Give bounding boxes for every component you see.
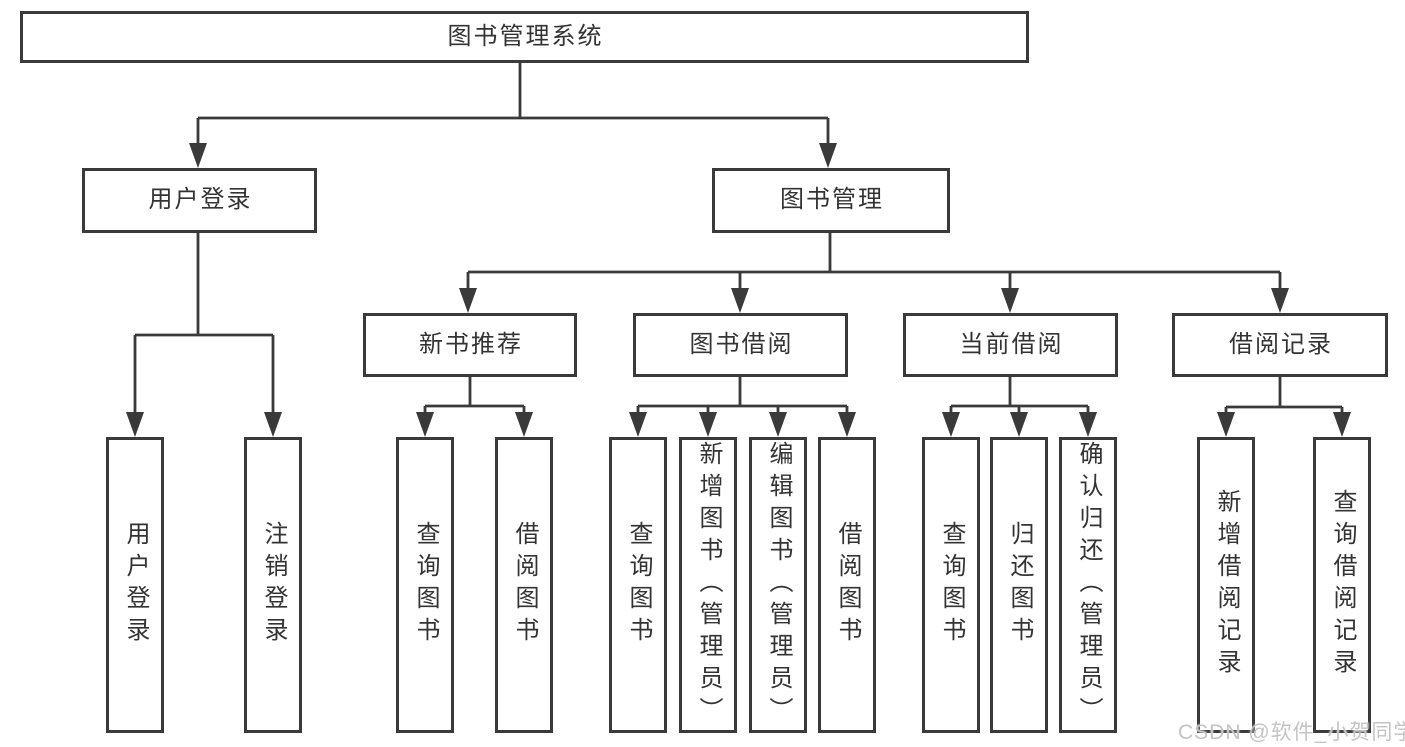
node-label: 图书管理系统: [447, 22, 604, 50]
node-label: 注销登录: [260, 521, 287, 649]
node-new-book-recommendation: 新书推荐: [363, 313, 577, 377]
leaf-records-add-record: 新增借阅记录: [1197, 437, 1255, 733]
node-label: 新增图书（管理员）: [695, 441, 722, 729]
node-current-borrowing: 当前借阅: [903, 313, 1118, 377]
node-borrowing-records: 借阅记录: [1172, 313, 1388, 377]
arrowheads: [126, 143, 1351, 437]
node-label: 借阅记录: [1229, 330, 1333, 358]
leaf-borrow-add-books-admin: 新增图书（管理员）: [679, 437, 737, 733]
node-label: 借阅图书: [511, 521, 538, 649]
leaf-current-return-books: 归还图书: [990, 437, 1048, 733]
leaf-logout: 注销登录: [244, 437, 302, 733]
node-label: 查询借阅记录: [1329, 489, 1356, 681]
csdn-watermark: CSDN @软件_小贺同学: [1178, 721, 1405, 744]
leaf-borrow-query-books: 查询图书: [609, 437, 667, 733]
node-user-login: 用户登录: [82, 168, 317, 233]
leaf-current-query-books: 查询图书: [922, 437, 980, 733]
leaf-recommend-borrow-books: 借阅图书: [495, 437, 553, 733]
leaf-borrow-edit-books-admin: 编辑图书（管理员）: [749, 437, 807, 733]
node-label: 新增借阅记录: [1213, 489, 1240, 681]
node-label: 查询图书: [625, 521, 652, 649]
node-label: 当前借阅: [959, 330, 1064, 358]
node-label: 查询图书: [412, 521, 439, 649]
node-label: 查询图书: [938, 521, 965, 649]
node-label: 新书推荐: [419, 330, 523, 358]
node-library-system: 图书管理系统: [20, 11, 1029, 63]
node-label: 确认归还（管理员）: [1075, 441, 1102, 729]
leaf-current-confirm-return-admin: 确认归还（管理员）: [1059, 437, 1117, 733]
node-book-borrowing: 图书借阅: [633, 313, 848, 377]
node-label: 归还图书: [1006, 521, 1033, 649]
node-label: 用户登录: [122, 521, 149, 649]
node-label: 图书借阅: [689, 330, 794, 358]
node-label: 用户登录: [148, 186, 253, 214]
leaf-records-query-record: 查询借阅记录: [1313, 437, 1371, 733]
node-label: 编辑图书（管理员）: [765, 441, 792, 729]
leaf-recommend-query-books: 查询图书: [396, 437, 454, 733]
node-label: 借阅图书: [834, 521, 861, 649]
leaf-borrow-borrow-books: 借阅图书: [818, 437, 876, 733]
node-book-management: 图书管理: [712, 168, 950, 233]
node-label: 图书管理: [780, 186, 884, 214]
leaf-user-login: 用户登录: [106, 437, 164, 733]
